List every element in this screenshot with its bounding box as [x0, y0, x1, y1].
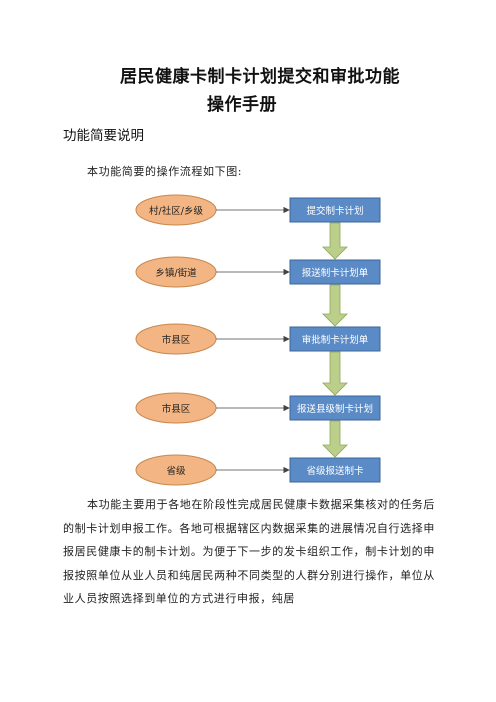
flow-box: [289, 326, 381, 352]
flow-down-arrow: [322, 351, 348, 396]
flow-down-arrow: [322, 222, 348, 260]
flow-oval-label: 市县区: [162, 403, 191, 415]
flow-box-label: 省级报送制卡: [306, 465, 364, 477]
flow-box-label: 报送县级制卡计划: [297, 403, 373, 415]
flow-oval-label: 乡镇/街道: [155, 267, 197, 279]
body-paragraph: 本功能主要用于各地在阶段性完成居民健康卡数据采集核对的任务后的制卡计划申报工作。…: [63, 498, 435, 605]
flow-box: [289, 395, 381, 421]
flow-down-arrow: [322, 284, 348, 327]
flow-box-label: 提交制卡计划: [306, 205, 363, 217]
flow-box: [289, 457, 381, 483]
flow-box: [289, 259, 381, 285]
flow-box-label: 报送制卡计划单: [302, 267, 369, 279]
intro-text: 本功能简要的操作流程如下图:: [87, 165, 243, 178]
flow-oval-label: 省级: [166, 465, 186, 477]
document-title-line1: 居民健康卡制卡计划提交和审批功能: [120, 67, 400, 87]
flow-oval-label: 村/社区/乡级: [149, 205, 203, 217]
flow-down-arrow: [322, 420, 348, 458]
flow-box-label: 审批制卡计划单: [302, 334, 369, 346]
flow-oval-label: 市县区: [162, 334, 191, 346]
flow-box: [289, 197, 381, 223]
section-heading: 功能简要说明: [63, 128, 144, 144]
document-title-line2: 操作手册: [207, 95, 277, 115]
